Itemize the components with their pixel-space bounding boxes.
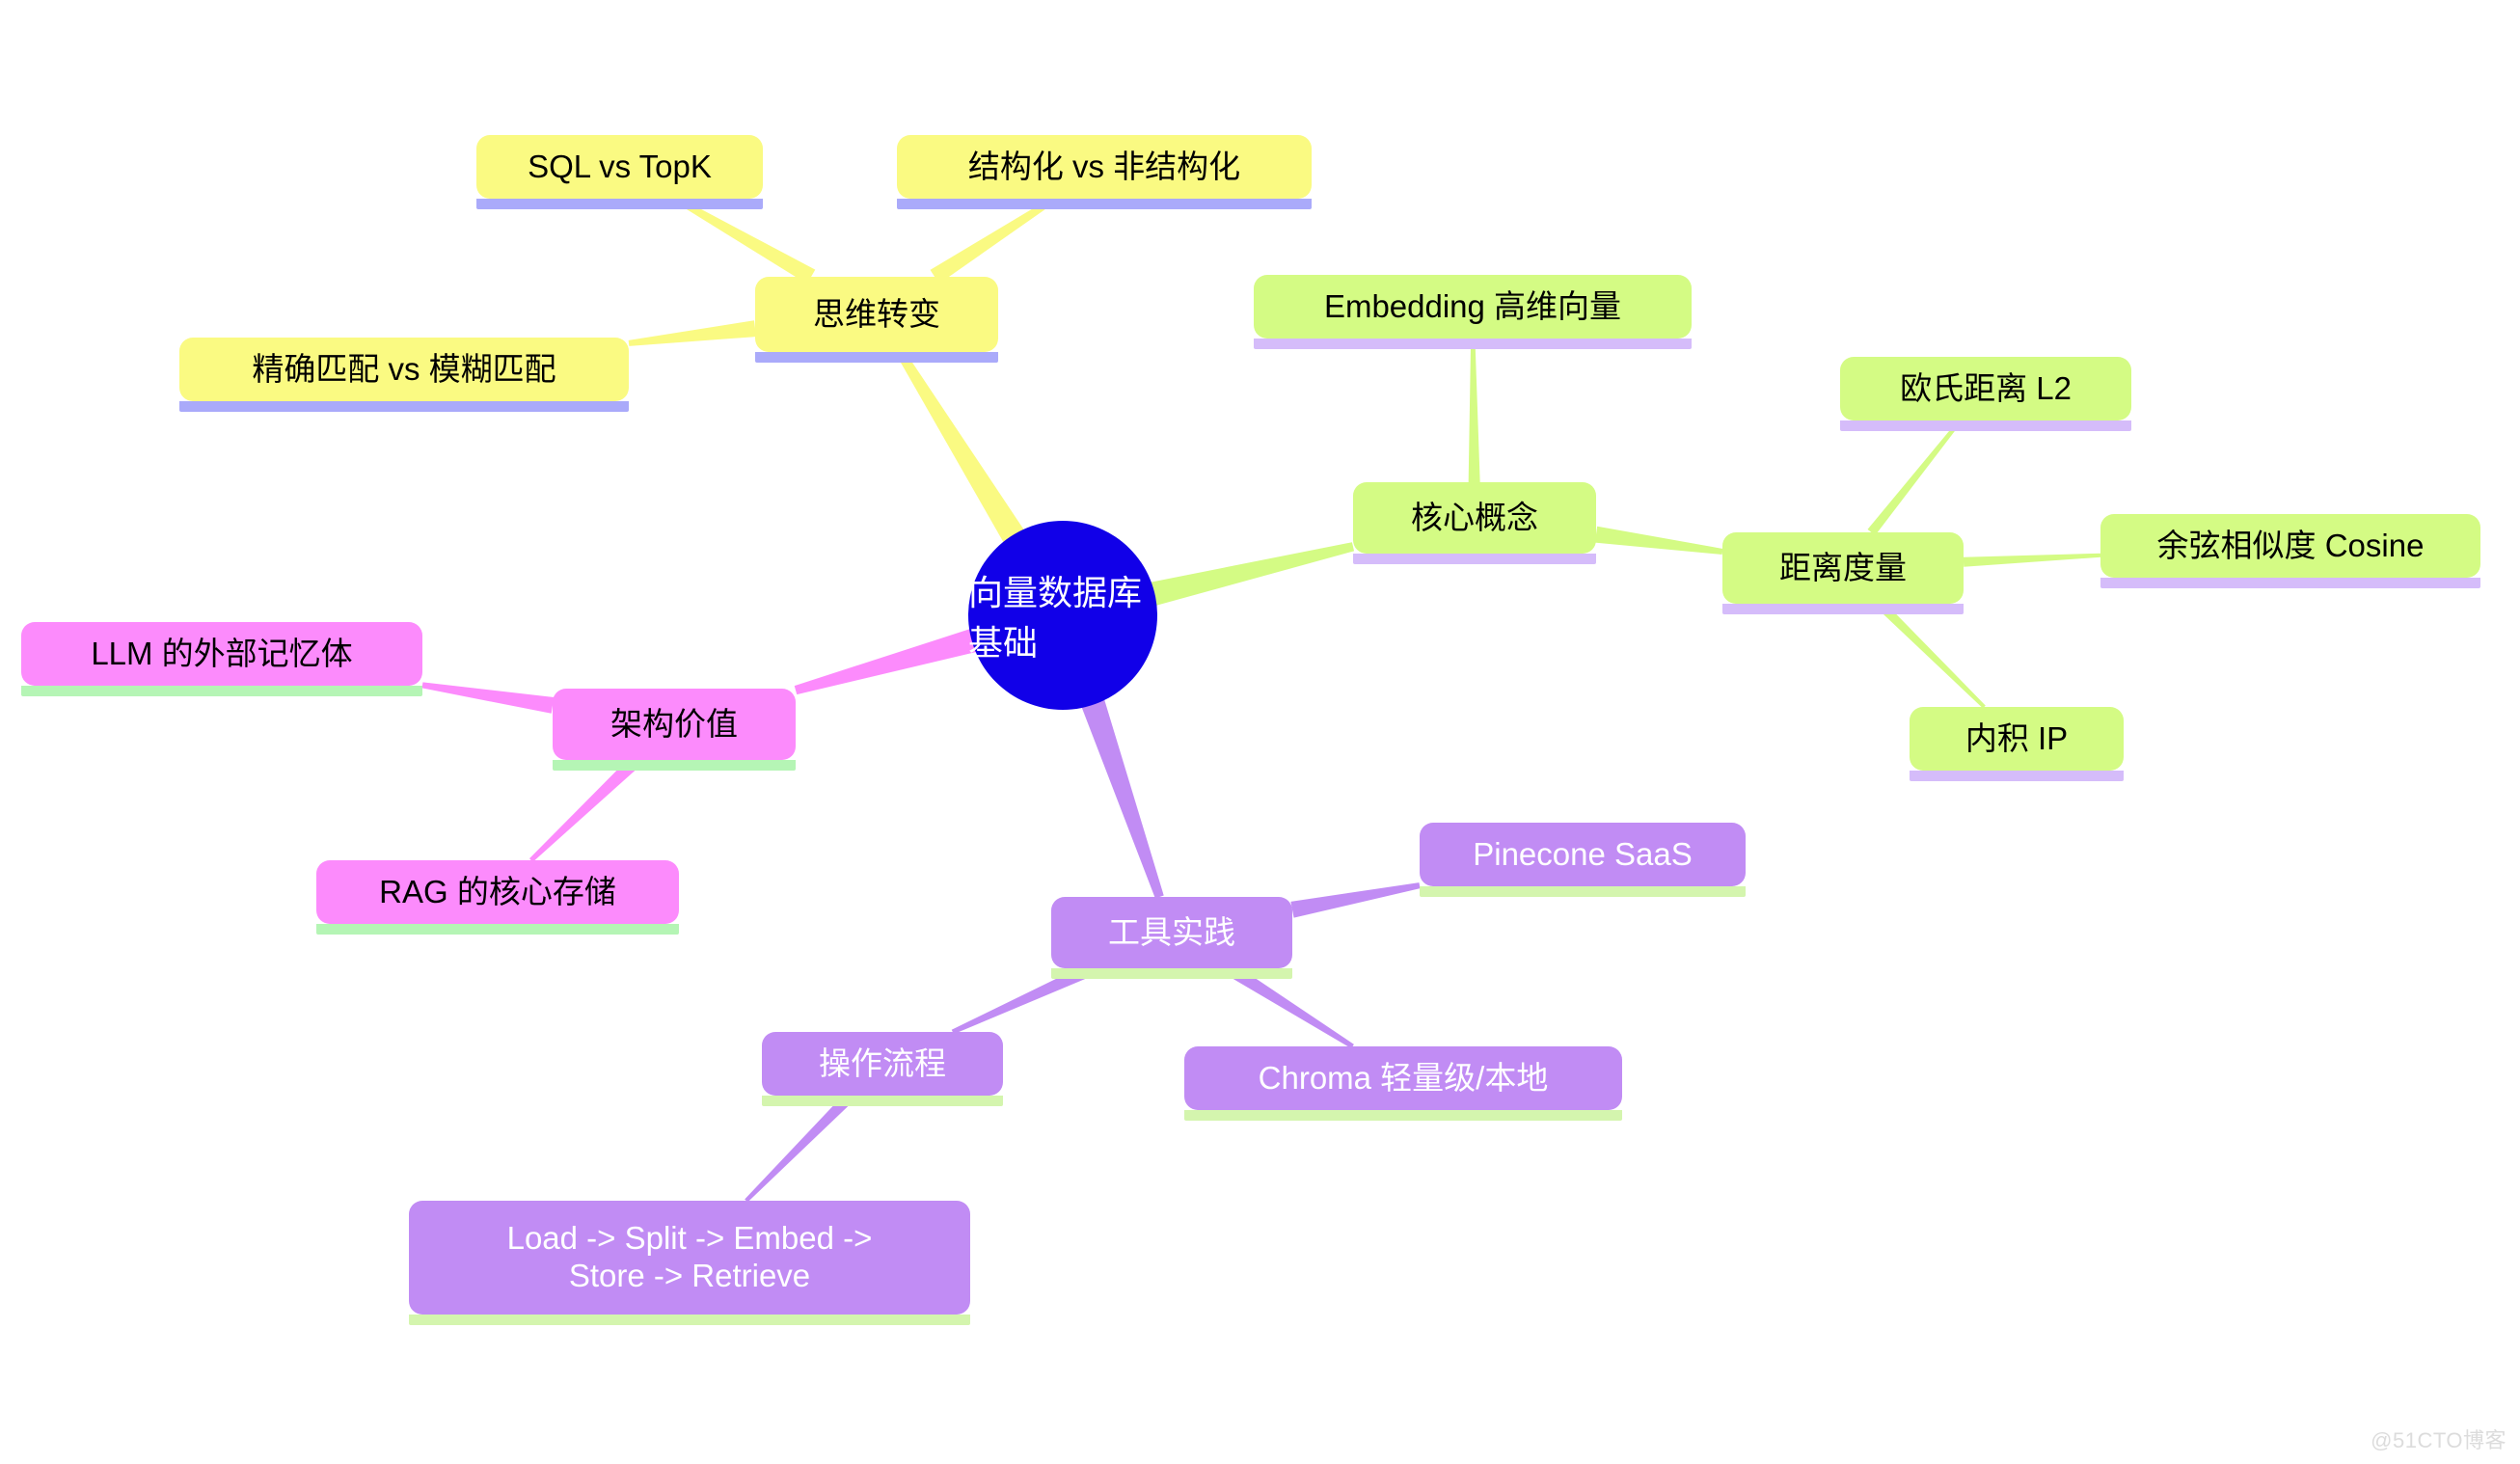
node-label-pipeline-steps: Load -> Split -> Embed -> Store -> Retri…	[506, 1220, 873, 1293]
node-operation-flow[interactable]: 操作流程	[762, 1032, 1003, 1106]
node-underline-llm-external-memory	[21, 686, 422, 696]
node-underline-cosine-similarity	[2100, 578, 2480, 588]
edge-root-to-mindset	[896, 349, 1033, 556]
node-underline-sql-vs-topk	[476, 199, 763, 209]
node-label-rag-core-storage: RAG 的核心存储	[379, 873, 616, 909]
node-label-structured-vs-unstructured: 结构化 vs 非结构化	[967, 148, 1241, 184]
node-underline-architecture-value	[553, 760, 796, 771]
node-inner-product-ip[interactable]: 内积 IP	[1910, 707, 2124, 781]
node-label-embedding-highdim: Embedding 高维向量	[1323, 287, 1622, 324]
node-pipeline-steps[interactable]: Load -> Split -> Embed -> Store -> Retri…	[409, 1201, 970, 1325]
root-node[interactable]: 向量数据库基础	[968, 521, 1157, 710]
node-distance-metric[interactable]: 距离度量	[1722, 532, 1964, 614]
node-underline-embedding-highdim	[1254, 339, 1692, 349]
node-underline-pipeline-steps	[409, 1315, 970, 1325]
edge-tool-practice-to-pinecone-saas	[1290, 882, 1421, 918]
edge-root-to-tool-practice	[1075, 684, 1164, 899]
node-tool-practice[interactable]: 工具实践	[1051, 897, 1292, 979]
node-embedding-highdim[interactable]: Embedding 高维向量	[1254, 275, 1692, 349]
root-node-label: 向量数据库基础	[968, 573, 1143, 663]
edge-distance-metric-to-inner-product-ip	[1876, 600, 1986, 709]
edge-root-to-core-concepts	[1135, 542, 1355, 610]
node-underline-pinecone-saas	[1420, 886, 1746, 897]
edge-distance-metric-to-euclidean-l2	[1867, 419, 1963, 536]
edge-mindset-to-sql-vs-topk	[673, 196, 816, 285]
edge-architecture-value-to-llm-external-memory	[421, 682, 555, 714]
node-underline-operation-flow	[762, 1096, 1003, 1106]
edge-mindset-to-structured-vs-unstructured	[930, 196, 1057, 285]
node-label-inner-product-ip: 内积 IP	[1965, 719, 2069, 756]
node-underline-structured-vs-unstructured	[897, 199, 1312, 209]
node-cosine-similarity[interactable]: 余弦相似度 Cosine	[2100, 514, 2480, 588]
edge-operation-flow-to-pipeline-steps	[745, 1091, 855, 1203]
edge-core-concepts-to-embedding-highdim	[1468, 338, 1480, 483]
node-chroma-lightweight-local[interactable]: Chroma 轻量级/本地	[1184, 1046, 1622, 1121]
node-label-pinecone-saas: Pinecone SaaS	[1473, 835, 1693, 872]
node-underline-distance-metric	[1722, 604, 1964, 614]
node-label-distance-metric: 距离度量	[1779, 549, 1907, 585]
node-rag-core-storage[interactable]: RAG 的核心存储	[316, 860, 679, 935]
node-structured-vs-unstructured[interactable]: 结构化 vs 非结构化	[897, 135, 1312, 209]
node-label-euclidean-l2: 欧氏距离 L2	[1900, 369, 2072, 406]
node-underline-chroma-lightweight-local	[1184, 1110, 1622, 1121]
node-label-operation-flow: 操作流程	[819, 1044, 946, 1081]
node-label-llm-external-memory: LLM 的外部记忆体	[91, 635, 353, 671]
node-label-architecture-value: 架构价值	[610, 705, 738, 742]
edge-architecture-value-to-rag-core-storage	[528, 754, 641, 862]
edge-distance-metric-to-cosine-similarity	[1963, 553, 2101, 567]
node-architecture-value[interactable]: 架构价值	[553, 689, 796, 771]
node-underline-rag-core-storage	[316, 924, 679, 935]
node-underline-exact-vs-fuzzy	[179, 401, 629, 412]
edge-core-concepts-to-distance-metric	[1594, 526, 1723, 556]
node-pinecone-saas[interactable]: Pinecone SaaS	[1420, 823, 1746, 897]
node-underline-euclidean-l2	[1840, 420, 2131, 431]
node-label-cosine-similarity: 余弦相似度 Cosine	[2156, 527, 2425, 563]
edge-mindset-to-exact-vs-fuzzy	[628, 320, 756, 346]
watermark: @51CTO博客	[2371, 1428, 2506, 1452]
node-mindset[interactable]: 思维转变	[755, 277, 998, 363]
node-underline-core-concepts	[1353, 554, 1596, 564]
node-underline-inner-product-ip	[1910, 771, 2124, 781]
node-underline-tool-practice	[1051, 968, 1292, 979]
node-exact-vs-fuzzy[interactable]: 精确匹配 vs 模糊匹配	[179, 338, 629, 412]
node-sql-vs-topk[interactable]: SQL vs TopK	[476, 135, 763, 209]
edge-root-to-architecture-value	[794, 624, 992, 695]
node-label-sql-vs-topk: SQL vs TopK	[528, 148, 712, 184]
node-label-mindset: 思维转变	[813, 295, 940, 332]
node-underline-mindset	[755, 352, 998, 363]
node-euclidean-l2[interactable]: 欧氏距离 L2	[1840, 357, 2131, 431]
node-llm-external-memory[interactable]: LLM 的外部记忆体	[21, 622, 422, 696]
node-label-exact-vs-fuzzy: 精确匹配 vs 模糊匹配	[252, 350, 556, 387]
node-label-tool-practice: 工具实践	[1108, 913, 1235, 950]
node-label-chroma-lightweight-local: Chroma 轻量级/本地	[1258, 1059, 1549, 1096]
node-core-concepts[interactable]: 核心概念	[1353, 482, 1596, 564]
node-label-core-concepts: 核心概念	[1411, 499, 1538, 535]
